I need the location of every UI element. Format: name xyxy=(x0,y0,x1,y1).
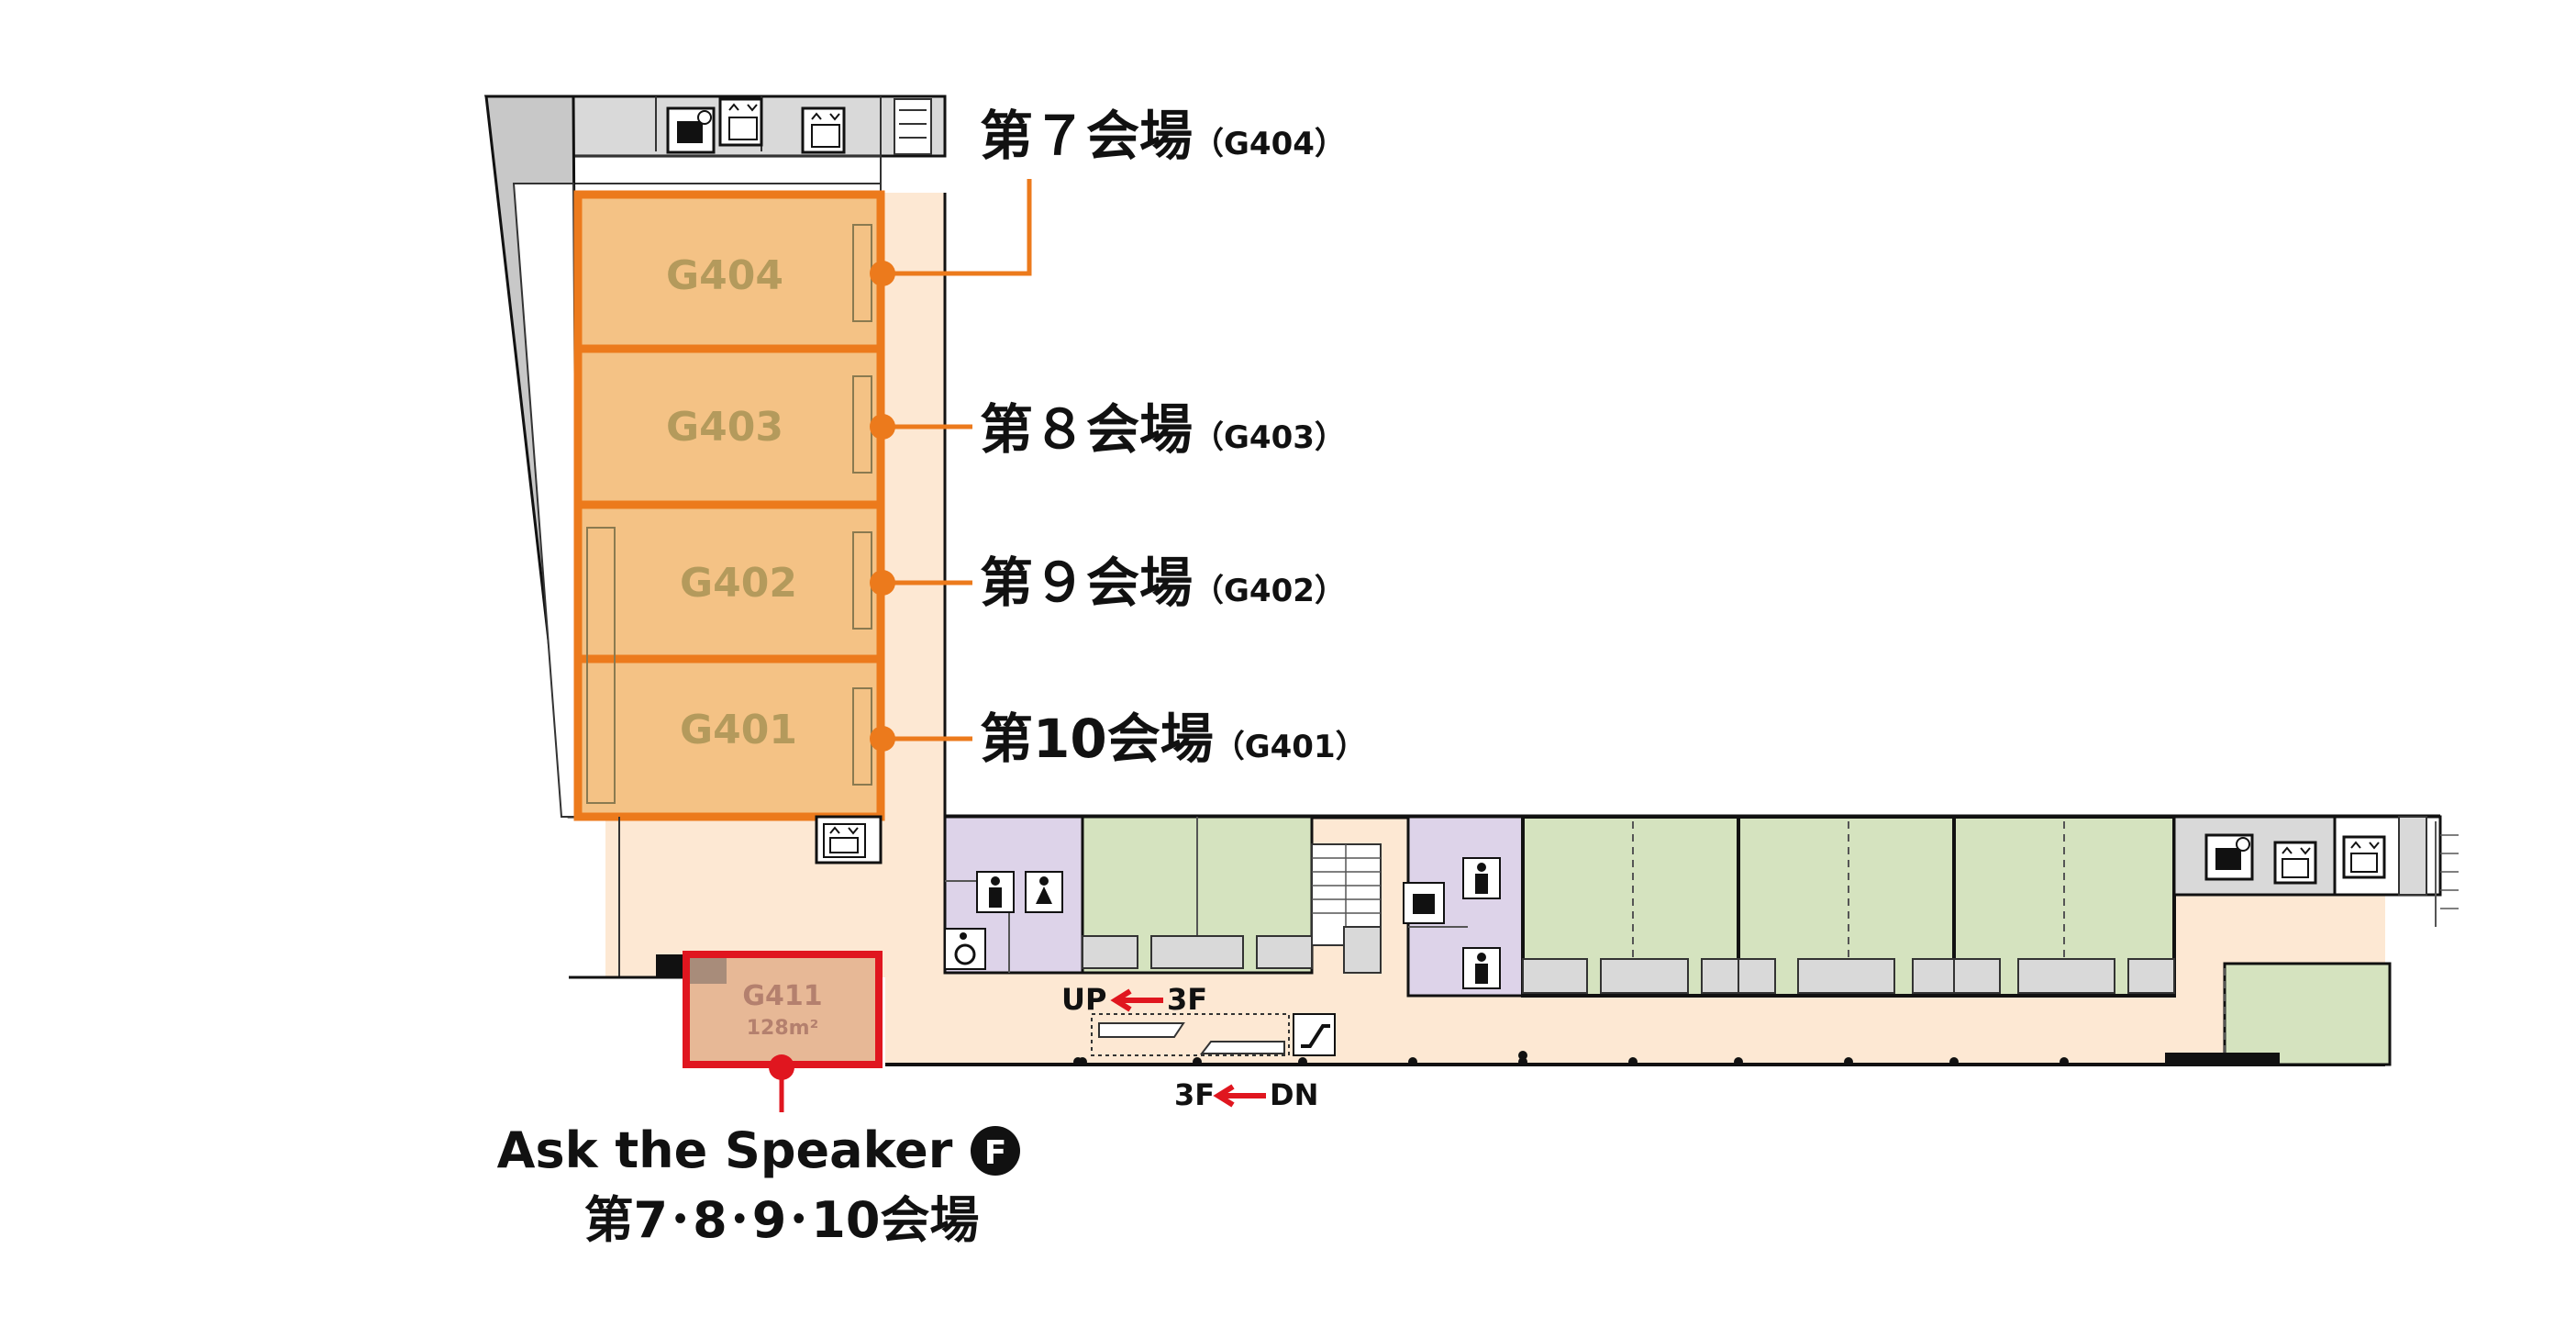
up-arrow xyxy=(1110,988,1163,1012)
room-code-g403: G403 xyxy=(666,404,783,451)
venue-label-8: 第８会場（G403） xyxy=(980,398,1346,461)
venue-rooms: G404 G403 G402 G401 xyxy=(573,190,885,821)
multipurpose-toilet-icon xyxy=(1403,882,1445,924)
ask-speaker-callout: Ask the Speaker F 第7･8･9･10会場 xyxy=(497,1054,1020,1249)
room-code-g401: G401 xyxy=(680,707,797,753)
room-g404[interactable] xyxy=(573,190,885,353)
elevator-icon xyxy=(718,97,763,147)
icons xyxy=(666,97,2386,1056)
elevator-icon xyxy=(2342,835,2386,879)
elevator-icon xyxy=(801,106,846,154)
venue-callouts xyxy=(881,179,1032,742)
escalator-dn-label: DN xyxy=(1270,1077,1318,1112)
elevator-icon xyxy=(2273,841,2317,885)
restroom-male-icon xyxy=(1462,947,1501,989)
vending-icon xyxy=(2204,833,2254,881)
escalator-area xyxy=(1091,1013,1290,1056)
vending-icon xyxy=(666,106,716,154)
g411-code: G411 xyxy=(742,980,822,1012)
venue-label-7: 第７会場（G404） xyxy=(980,105,1346,167)
g411-area: 128m² xyxy=(747,1017,818,1040)
escalator-up-floor: 3F xyxy=(1167,982,1207,1017)
stairs xyxy=(1311,843,1382,974)
meeting-rooms-row xyxy=(1521,815,2176,998)
escalator-labels: UP 3F 3F DN xyxy=(1061,982,1318,1112)
restroom-male-icon xyxy=(1462,857,1501,899)
escalator-dn-floor: 3F xyxy=(1174,1077,1215,1112)
callout-g404 xyxy=(881,179,1032,276)
f-badge-icon: F xyxy=(971,1126,1020,1176)
room-code-g404: G404 xyxy=(666,252,783,299)
room-g411[interactable]: G411 128m² xyxy=(683,951,883,1068)
left-side-strip xyxy=(484,95,580,819)
restroom-male-icon xyxy=(976,871,1015,913)
meeting-room-1 xyxy=(1081,815,1314,975)
columns xyxy=(1073,1051,2069,1066)
escalator-up-label: UP xyxy=(1061,982,1106,1017)
escalator-icon xyxy=(1293,1013,1336,1056)
room-code-g402: G402 xyxy=(680,560,797,607)
stair-icon xyxy=(894,98,932,155)
elevator-icon xyxy=(823,823,866,858)
venue-label-10: 第10会場（G401） xyxy=(980,708,1367,770)
ask-speaker-title: Ask the Speaker xyxy=(497,1121,953,1179)
callout-dots xyxy=(870,261,895,752)
dn-arrow xyxy=(1213,1084,1266,1108)
restroom-female-icon xyxy=(1025,871,1063,913)
svg-text:F: F xyxy=(984,1134,1007,1172)
wheelchair-icon xyxy=(944,928,986,970)
venue-label-9: 第９会場（G402） xyxy=(980,552,1346,614)
ask-speaker-halls: 第7･8･9･10会場 xyxy=(584,1191,980,1249)
room-g401[interactable] xyxy=(573,654,885,821)
venue-labels: 第７会場（G404） 第８会場（G403） 第９会場（G402） 第10会場（G… xyxy=(980,105,1367,770)
